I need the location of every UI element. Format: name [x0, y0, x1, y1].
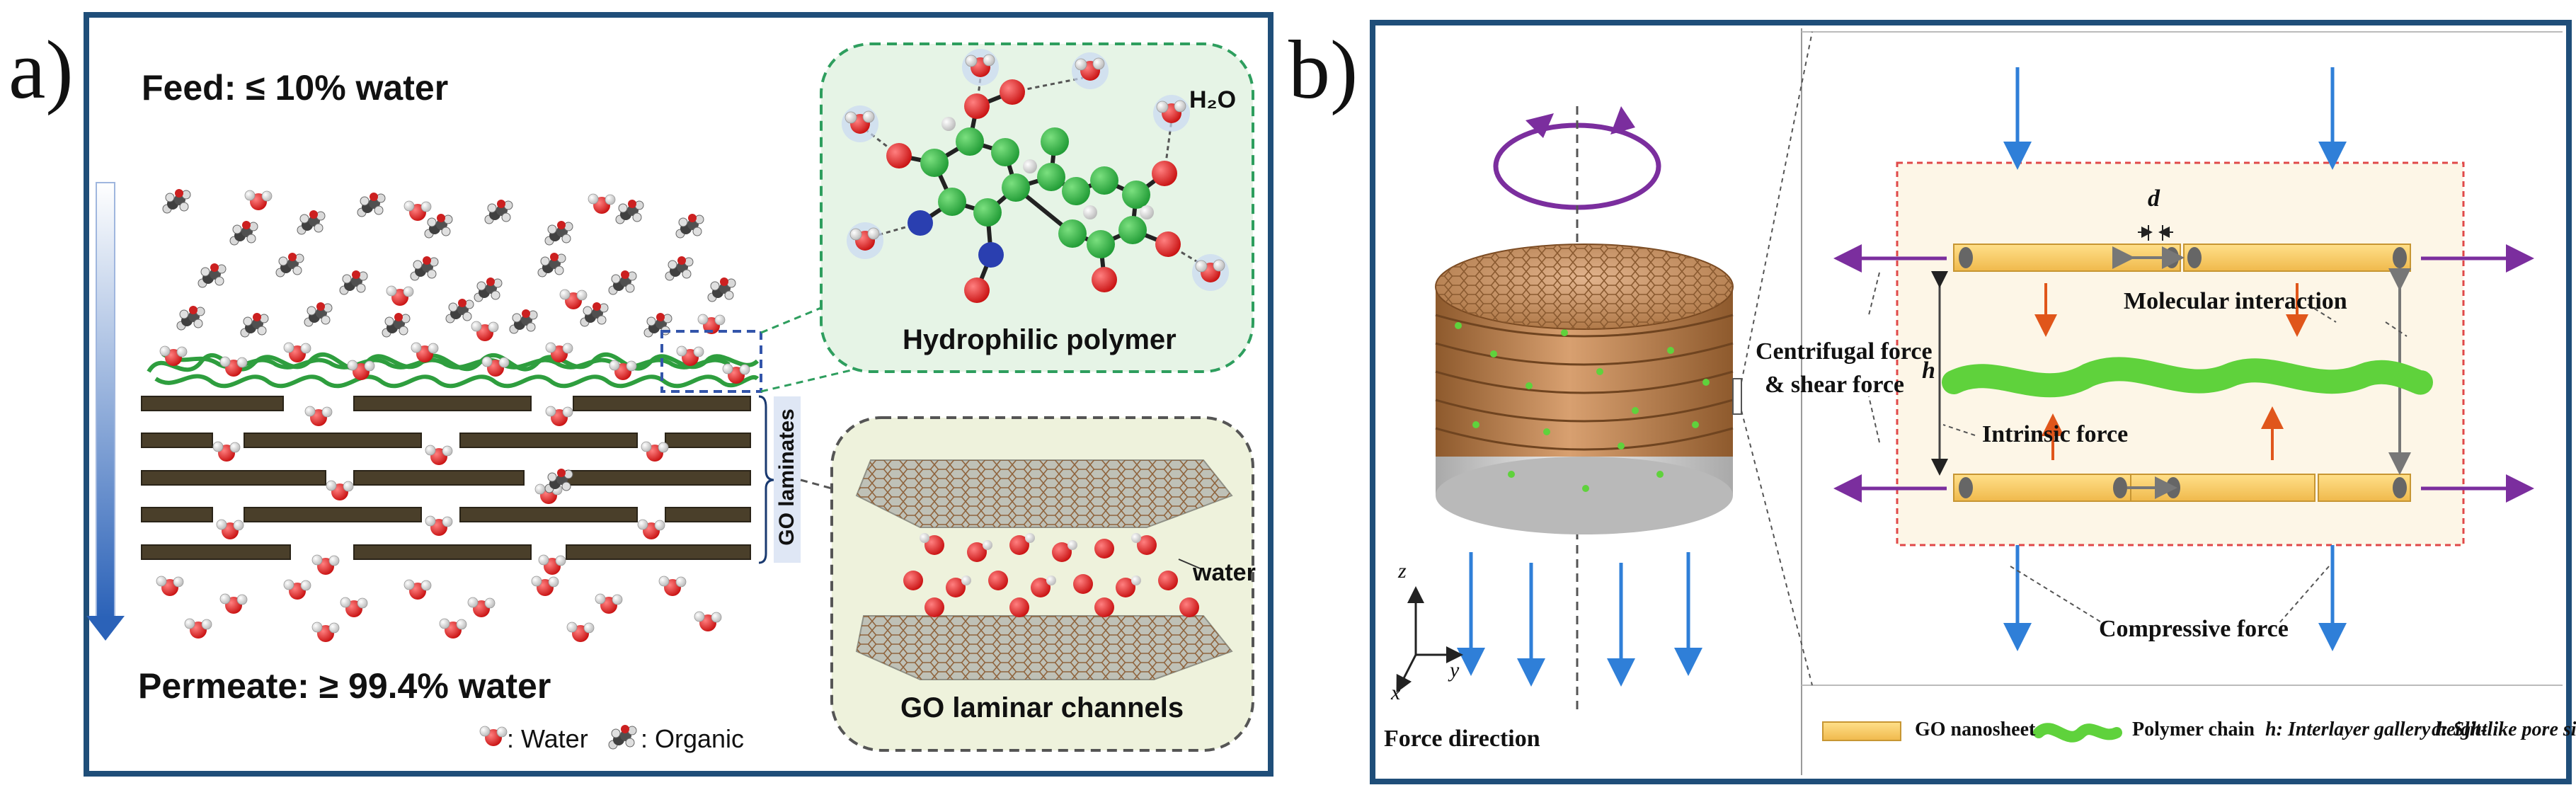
panel-a-label: a) [8, 23, 74, 116]
flow-arrow-shaft [96, 182, 115, 619]
d-label: d [2148, 185, 2160, 212]
force-direction-label: Force direction [1384, 726, 1540, 752]
d-marker [2138, 225, 2173, 241]
callout-line-polymer-top [760, 289, 864, 334]
hydrophilic-polymer-callout [820, 42, 1254, 373]
legend-d-label: d: Slit-like pore size [2432, 719, 2576, 740]
legend-polymer-chain-icon [2033, 723, 2122, 743]
callout-line-channels [800, 479, 832, 490]
rotation-arrow-head-left [1525, 113, 1554, 138]
compressive-arrows [2003, 67, 2347, 651]
pore-arrows [2112, 246, 2185, 499]
bottom-go-sheets [1953, 474, 2411, 502]
polymer-molecule [841, 48, 1230, 303]
centrifugal-arrows [1833, 244, 2534, 503]
go-membrane-cylinder [1435, 244, 1742, 534]
h-label: h [1922, 357, 1935, 384]
feed-text: Feed: ≤ 10% water [142, 68, 449, 108]
centrifugal-force-label-1: Centrifugal force [1756, 338, 1933, 365]
permeate-text: Permeate: ≥ 99.4% water [138, 666, 551, 706]
force-direction-axes [1396, 586, 1463, 693]
axis-x-label: x [1391, 681, 1401, 704]
intrinsic-force-label: Intrinsic force [1982, 421, 2129, 447]
zoom-line-top [1741, 31, 1813, 383]
rotation-arrow-head-right [1610, 106, 1635, 134]
legend-h-label: h: Interlayer gallery height [2265, 719, 2488, 740]
leader-lines [1868, 272, 2408, 624]
go-laminar-channels-label: GO laminar channels [900, 692, 1184, 723]
legend-polymer-chain-label: Polymer chain [2132, 719, 2255, 740]
polymer-zoom-box [660, 330, 762, 393]
go-laminates [141, 396, 751, 560]
h2o-label: H₂O [1189, 86, 1237, 113]
polymer-chain [1942, 357, 2433, 398]
legend-go-nanosheet-icon [1822, 721, 1901, 741]
flow-arrow-head [86, 616, 125, 641]
panel-b-label: b) [1288, 23, 1358, 116]
axis-y-label: y [1450, 658, 1460, 682]
legend-go-nanosheet-label: GO nanosheet [1915, 719, 2036, 740]
go-laminar-channels-model [855, 459, 1233, 680]
centrifugal-force-label-2: & shear force [1765, 372, 1905, 398]
permeate-force-arrows [1457, 552, 1702, 687]
water-label: water [1193, 559, 1256, 586]
legend-organic-label: : Organic [641, 724, 745, 753]
axis-z-label: z [1398, 559, 1407, 583]
callout-line-polymer-bottom [760, 367, 861, 393]
molecular-interaction-arrows [2034, 283, 2308, 460]
compressive-force-label: Compressive force [2099, 616, 2289, 642]
molecular-interaction-label: Molecular interaction [2124, 288, 2347, 314]
go-laminates-label-bg [774, 396, 801, 563]
legend-water-label: : Water [507, 724, 588, 753]
hydrophilic-polymer-label: Hydrophilic polymer [903, 324, 1177, 355]
